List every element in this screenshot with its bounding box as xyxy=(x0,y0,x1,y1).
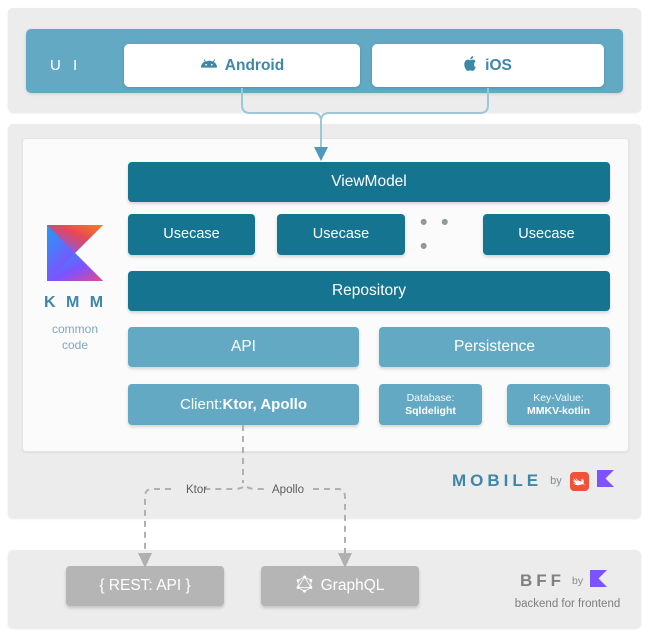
graphql-icon xyxy=(296,574,313,598)
block-usecase-1[interactable]: Usecase xyxy=(128,214,255,255)
android-icon xyxy=(200,57,218,75)
kmm-subtitle: common code xyxy=(22,321,128,353)
keyvalue-line2: MMKV-kotlin xyxy=(527,404,590,417)
database-line2: Sqldelight xyxy=(405,404,456,417)
database-line1: Database: xyxy=(406,392,455,405)
block-api[interactable]: API xyxy=(128,327,359,367)
platform-label-android: Android xyxy=(224,56,285,74)
kmm-title: K M M xyxy=(43,294,107,311)
kotlin-logo-icon xyxy=(47,225,103,281)
graphql-label: GraphQL xyxy=(320,577,385,594)
keyvalue-line1: Key-Value: xyxy=(533,392,584,405)
block-repository[interactable]: Repository xyxy=(128,271,610,311)
bff-badge-subtitle: backend for frontend xyxy=(514,598,621,610)
platform-label-ios: iOS xyxy=(485,56,512,74)
block-graphql[interactable]: GraphQL xyxy=(261,566,419,606)
usecase-ellipsis: • • • xyxy=(420,210,453,258)
apple-icon xyxy=(464,55,478,77)
block-client[interactable]: Client: Ktor, Apollo xyxy=(128,384,359,425)
mobile-badge: MOBILE by xyxy=(452,470,614,492)
block-rest-api[interactable]: { REST: API } xyxy=(66,566,224,606)
kmm-subtitle-line2: code xyxy=(61,338,89,353)
client-lead-label: Client: xyxy=(180,395,223,413)
swift-icon xyxy=(569,471,589,491)
mobile-badge-word: MOBILE xyxy=(452,471,543,490)
block-usecase-2[interactable]: Usecase xyxy=(277,214,405,255)
mobile-badge-by: by xyxy=(550,475,562,487)
kotlin-k-icon xyxy=(596,470,614,492)
bff-badge: BFF by xyxy=(520,570,608,592)
kotlin-k-icon xyxy=(590,570,608,592)
block-persistence[interactable]: Persistence xyxy=(379,327,610,367)
block-database[interactable]: Database: Sqldelight xyxy=(379,384,482,425)
block-viewmodel[interactable]: ViewModel xyxy=(128,162,610,202)
bff-badge-by: by xyxy=(572,575,584,587)
block-usecase-3[interactable]: Usecase xyxy=(483,214,610,255)
bff-badge-word: BFF xyxy=(520,571,566,590)
block-keyvalue[interactable]: Key-Value: MMKV-kotlin xyxy=(507,384,610,425)
platform-button-android[interactable]: Android xyxy=(124,44,360,87)
platform-button-ios[interactable]: iOS xyxy=(372,44,604,87)
ui-label: U I xyxy=(50,57,82,74)
kmm-subtitle-line1: common xyxy=(51,322,98,336)
client-strong-label: Ktor, Apollo xyxy=(222,395,307,413)
